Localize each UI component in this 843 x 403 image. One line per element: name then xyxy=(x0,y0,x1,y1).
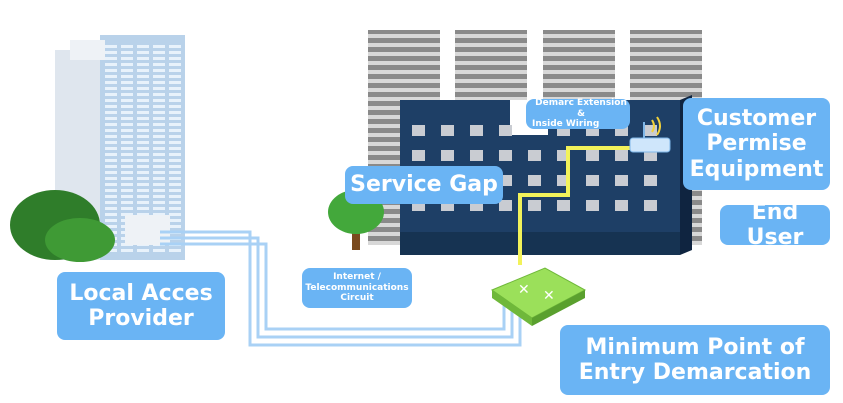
callout-mpoe: Minimum Point of Entry Demarcation xyxy=(560,325,830,395)
label-line: Equipment xyxy=(689,156,824,182)
label-text: End User xyxy=(746,199,804,250)
bush xyxy=(10,190,115,262)
callout-local-access-provider: Local Acces Provider xyxy=(57,272,225,340)
callout-service-gap: Service Gap xyxy=(345,166,503,204)
label-line: Customer xyxy=(696,106,817,132)
svg-text:✕: ✕ xyxy=(543,288,555,304)
callout-demarc-extension: Demarc Extension & Inside Wiring xyxy=(526,98,630,130)
callout-circuit: Internet / Telecommunications Circuit xyxy=(302,268,412,308)
circuit-lines xyxy=(160,230,522,347)
label-line: Provider xyxy=(88,306,194,331)
callout-end-user: End User xyxy=(720,200,830,250)
label-line: Circuit xyxy=(340,293,374,304)
label-line: Internet / xyxy=(333,272,381,283)
label-line: Entry Demarcation xyxy=(578,360,812,385)
inside-wiring xyxy=(518,146,642,265)
callout-customer-premise-equipment: Customer Permise Equipment xyxy=(683,98,830,190)
label-line: Inside Wiring xyxy=(532,119,600,130)
label-line: Permise xyxy=(706,131,807,157)
cpe-router-icon xyxy=(629,116,671,153)
label-line: Minimum Point of xyxy=(585,334,805,360)
label-text: Service Gap xyxy=(350,172,498,198)
demarc-box-icon: ✕ ✕ xyxy=(490,267,587,326)
label-line: Telecommunications xyxy=(305,282,409,293)
svg-text:✕: ✕ xyxy=(518,282,530,298)
label-line: Demarc Extension & xyxy=(535,98,627,119)
label-line: Local Acces xyxy=(69,280,213,306)
